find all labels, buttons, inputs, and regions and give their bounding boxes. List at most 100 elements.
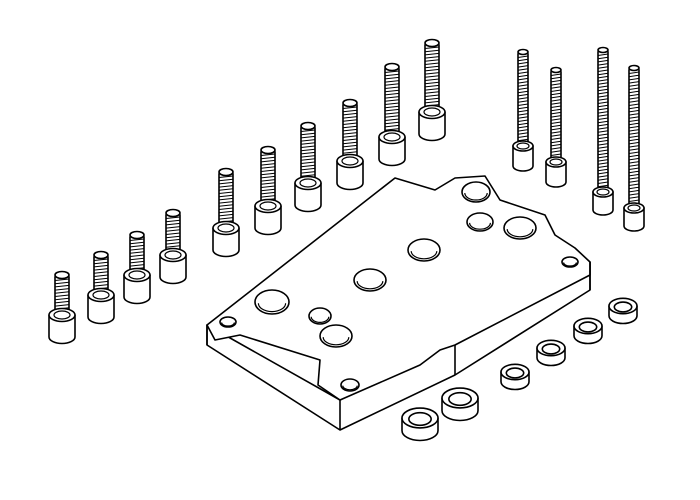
thread-line xyxy=(517,81,529,84)
screw-head xyxy=(623,207,645,232)
thread-line xyxy=(550,134,562,137)
screw-tip xyxy=(165,208,181,218)
screw xyxy=(48,270,76,345)
thread-line xyxy=(597,168,609,172)
thread-line xyxy=(424,72,440,75)
thread-line xyxy=(300,158,316,161)
thread-line xyxy=(54,284,70,288)
thread-line xyxy=(165,235,181,239)
screw-head xyxy=(212,227,240,258)
thread-line xyxy=(628,199,640,202)
plate-hole xyxy=(219,316,237,328)
thread-line xyxy=(550,95,562,99)
thread-line xyxy=(517,100,529,103)
thread-line xyxy=(342,141,358,145)
thread-line xyxy=(384,80,400,83)
ring-bore xyxy=(541,343,561,355)
thread-line xyxy=(550,92,562,96)
thread-line xyxy=(597,69,609,72)
thread-line xyxy=(260,169,276,172)
thread-line xyxy=(628,170,640,174)
screw-tip xyxy=(597,46,609,54)
thread-line xyxy=(93,277,109,281)
thread-line xyxy=(384,112,400,115)
thread-line xyxy=(628,157,640,161)
thread-line xyxy=(93,271,109,274)
thread-line xyxy=(218,194,234,198)
thread-line xyxy=(424,91,440,94)
thread-line xyxy=(218,204,234,207)
thread-line xyxy=(165,229,181,232)
ring-bore xyxy=(613,301,633,313)
thread-line xyxy=(517,132,529,135)
thread-line xyxy=(517,87,529,90)
thread-line xyxy=(550,147,562,150)
thread-line xyxy=(628,141,640,145)
thread-line xyxy=(342,112,358,116)
thread-line xyxy=(342,135,358,138)
screw xyxy=(336,98,364,191)
thread-line xyxy=(300,174,316,177)
thread-line xyxy=(517,90,529,94)
thread-line xyxy=(165,219,181,223)
thread-line xyxy=(129,257,145,261)
thread-line xyxy=(517,61,529,65)
thread-line xyxy=(300,132,316,136)
thread-line xyxy=(628,193,640,196)
plate-hole xyxy=(561,256,579,268)
thread-line xyxy=(517,109,529,113)
screw xyxy=(123,230,151,305)
screw-head xyxy=(87,294,115,325)
screw xyxy=(545,66,567,188)
ring xyxy=(441,387,479,422)
thread-line xyxy=(260,179,276,182)
screw-socket xyxy=(299,178,317,188)
plate-hole-inner xyxy=(506,229,534,238)
thread-line xyxy=(550,150,562,153)
screw-tip xyxy=(628,64,640,72)
thread-line xyxy=(597,66,609,69)
thread-line xyxy=(628,189,640,193)
screw xyxy=(212,167,240,258)
thread-line xyxy=(597,139,609,143)
thread-line xyxy=(384,102,400,105)
screw-socket xyxy=(217,223,235,233)
thread-line xyxy=(218,175,234,178)
thread-line xyxy=(93,264,109,268)
plate-hole xyxy=(503,216,537,240)
thread-line xyxy=(424,59,440,62)
screw xyxy=(294,121,322,213)
thread-line xyxy=(597,127,609,130)
thread-line xyxy=(517,135,529,138)
thread-line xyxy=(342,151,358,154)
thread-line xyxy=(628,119,640,122)
thread-line xyxy=(597,88,609,92)
thread-line xyxy=(300,139,316,142)
thread-line xyxy=(550,108,562,112)
thread-line xyxy=(628,145,640,148)
thread-line xyxy=(628,177,640,180)
thread-line xyxy=(550,99,562,102)
thread-line xyxy=(260,159,276,163)
thread-line xyxy=(424,84,440,88)
plate-hole xyxy=(353,268,387,292)
thread-line xyxy=(260,185,276,188)
thread-line xyxy=(628,125,640,129)
thread-line xyxy=(342,119,358,122)
thread-line xyxy=(597,91,609,95)
thread-line xyxy=(517,77,529,81)
thread-line xyxy=(628,167,640,170)
thread-line xyxy=(129,238,145,241)
thread-line xyxy=(517,65,529,68)
thread-line xyxy=(260,182,276,185)
thread-line xyxy=(550,89,562,92)
thread-line xyxy=(597,178,609,181)
screw-socket xyxy=(423,107,441,117)
thread-line xyxy=(424,75,440,78)
thread-line xyxy=(550,105,562,108)
thread-line xyxy=(597,53,609,56)
thread-line xyxy=(300,164,316,168)
screw-socket xyxy=(341,156,359,166)
thread-line xyxy=(628,109,640,113)
thread-line xyxy=(384,99,400,102)
